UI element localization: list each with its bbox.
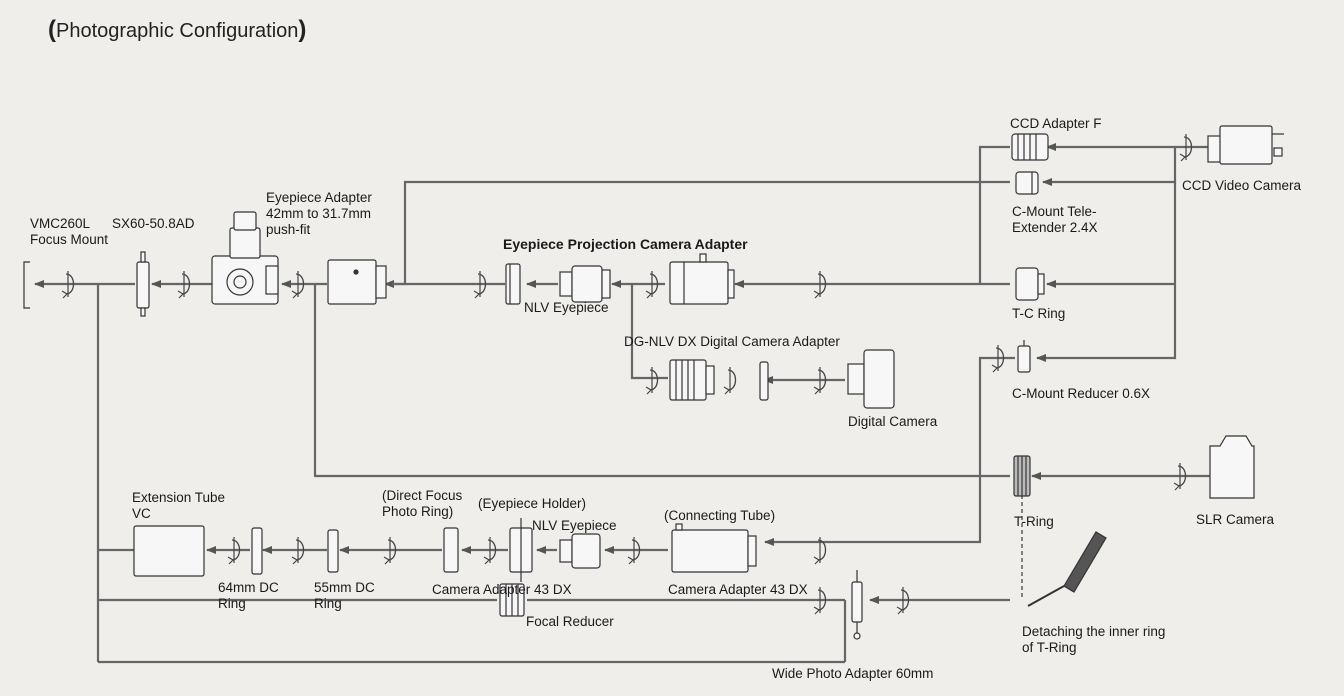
dg-nlv-ring-icon [759, 361, 769, 401]
eyepiece-holder-icon [509, 518, 533, 582]
focus-mount-icon [23, 261, 30, 309]
label-t-ring: T-Ring [1014, 514, 1054, 529]
ccd-adapter-f-icon [1011, 133, 1049, 161]
t-ring-icon [1013, 455, 1031, 497]
digital-camera-icon [847, 349, 895, 409]
label-c-mount-reducer: C-Mount Reducer 0.6X [1012, 386, 1151, 401]
label-ccd-video-camera: CCD Video Camera [1182, 178, 1302, 193]
label-64mm-ring: 64mm DC Ring [218, 580, 279, 611]
arrow-ccd-to-tele [1042, 147, 1177, 186]
rotate-icon [645, 366, 659, 395]
label-eyepiece-adapter: Eyepiece Adapter 42mm to 31.7mm push-fit [266, 190, 372, 237]
title-text: Photographic Configuration [56, 20, 299, 42]
connection-lines [34, 143, 1220, 664]
label-focal-reducer: Focal Reducer [526, 614, 614, 629]
nlv-eyepiece-icon [559, 265, 611, 303]
label-camera-adapter-a: Camera Adapter 43 DX [432, 582, 572, 597]
slr-camera-icon [1209, 435, 1255, 499]
screwdriver-icon [1027, 531, 1107, 607]
c-mount-tele-icon [1015, 171, 1039, 195]
rotate-icon [723, 366, 737, 395]
label-wide-photo: Wide Photo Adapter 60mm [772, 666, 934, 681]
label-vmc260l: VMC260L Focus Mount [30, 216, 109, 247]
label-extension-tube: Extension Tube VC [132, 490, 226, 521]
label-tc-ring: T-C Ring [1012, 306, 1066, 321]
label-55mm-ring: 55mm DC Ring [314, 580, 375, 611]
epca-tube-icon [669, 253, 735, 305]
tc-ring-icon [1015, 267, 1045, 301]
title-open-paren: ( [48, 16, 56, 43]
eyepiece-adapter-icon [327, 259, 387, 305]
ccd-video-camera-icon [1207, 125, 1284, 165]
diagonal-icon [211, 211, 279, 305]
title-close-paren: ) [298, 16, 307, 43]
label-direct-focus: (Direct Focus Photo Ring) [382, 488, 463, 519]
equipment [23, 125, 1284, 640]
ring-55mm-icon [327, 529, 339, 573]
label-dg-nlv: DG-NLV DX Digital Camera Adapter [624, 334, 840, 349]
line-tring-to-eyepiece-adapter [313, 284, 1010, 478]
focal-reducer-icon [499, 583, 525, 617]
label-ccd-adapter-f: CCD Adapter F [1010, 116, 1102, 131]
label-digital-camera: Digital Camera [848, 414, 938, 429]
label-slr-camera: SLR Camera [1196, 512, 1275, 527]
c-mount-reducer-icon [1017, 340, 1031, 373]
dg-nlv-adapter-icon [669, 359, 715, 401]
nlv-eyepiece-2-icon [559, 533, 601, 569]
connecting-tube-icon [671, 523, 757, 573]
sx60-adapter-icon [136, 251, 150, 317]
label-camera-adapter-b: Camera Adapter 43 DX [668, 582, 808, 597]
projection-ring-icon [505, 263, 521, 305]
label-c-mount-tele: C-Mount Tele- Extender 2.4X [1012, 204, 1098, 235]
label-connecting-tube: (Connecting Tube) [664, 508, 776, 523]
label-sx60: SX60-50.8AD [112, 216, 195, 231]
label-eyepiece-holder: (Eyepiece Holder) [478, 496, 587, 511]
label-epca: Eyepiece Projection Camera Adapter [503, 236, 748, 252]
page-title: (Photographic Configuration) [48, 16, 306, 44]
line-to-dg-nlv [630, 284, 668, 380]
wide-photo-adapter-icon [851, 570, 863, 640]
label-nlv-eyepiece-2: NLV Eyepiece [532, 518, 617, 533]
extension-tube-icon [133, 525, 205, 577]
arrow-ccd-to-reducer [1036, 284, 1177, 362]
direct-focus-ring-icon [443, 527, 459, 573]
line-ccd-bus [978, 145, 1010, 284]
label-detaching: Detaching the inner ring of T-Ring [1022, 624, 1166, 655]
label-nlv-eyepiece-1: NLV Eyepiece [524, 300, 609, 315]
ring-64mm-icon [251, 527, 263, 575]
